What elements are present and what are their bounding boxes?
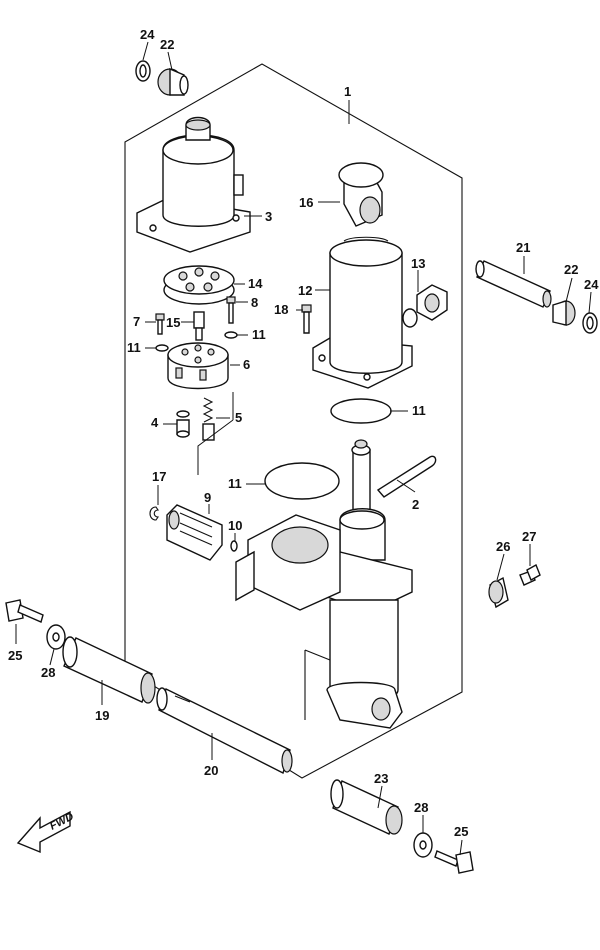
callout-27: 27 bbox=[522, 529, 536, 544]
o-ring-11-left bbox=[155, 344, 169, 352]
callout-12: 12 bbox=[298, 283, 312, 298]
callout-25-right: 25 bbox=[454, 824, 468, 839]
callout-3: 3 bbox=[265, 209, 272, 224]
reservoir-12 bbox=[312, 236, 413, 389]
collar-23 bbox=[330, 779, 403, 835]
callout-9: 9 bbox=[204, 490, 211, 505]
check-valve-4 bbox=[176, 410, 190, 438]
callout-23: 23 bbox=[374, 771, 388, 786]
valve-body-6 bbox=[167, 342, 229, 390]
callout-11-b: 11 bbox=[252, 327, 266, 342]
o-ring-11-large-upper bbox=[330, 398, 392, 424]
washer-28-left bbox=[46, 624, 66, 650]
callout-28-left: 28 bbox=[41, 665, 55, 680]
washer-28-right bbox=[413, 832, 433, 858]
callout-11-d: 11 bbox=[228, 476, 242, 491]
callout-16: 16 bbox=[299, 195, 313, 210]
sleeve-19 bbox=[62, 636, 156, 704]
callout-7: 7 bbox=[133, 314, 140, 329]
screw-7 bbox=[155, 313, 165, 335]
callout-22-top: 22 bbox=[160, 37, 174, 52]
motor-3 bbox=[136, 116, 251, 253]
callout-numbers: 1 2 3 4 5 6 7 8 9 10 11 11 11 11 12 13 1… bbox=[8, 27, 599, 839]
clip-2 bbox=[376, 455, 437, 498]
callout-5: 5 bbox=[235, 410, 242, 425]
bolt-8 bbox=[226, 296, 236, 324]
bolt-18 bbox=[301, 304, 312, 334]
o-ring-10 bbox=[230, 540, 238, 552]
callout-11-c: 11 bbox=[412, 403, 426, 418]
bolt-27 bbox=[519, 564, 541, 586]
group-bracket bbox=[197, 392, 234, 475]
fwd-arrow: FWD bbox=[16, 811, 76, 854]
spring-valve-5 bbox=[202, 397, 215, 441]
callout-25-left: 25 bbox=[8, 648, 22, 663]
circlip-17 bbox=[149, 506, 160, 521]
callout-18: 18 bbox=[274, 302, 288, 317]
callout-4: 4 bbox=[151, 415, 159, 430]
roller-16 bbox=[338, 162, 384, 227]
manual-valve-9 bbox=[166, 504, 223, 561]
callout-11-a: 11 bbox=[127, 340, 141, 355]
o-ring-24-right bbox=[582, 312, 598, 334]
callout-17: 17 bbox=[152, 469, 166, 484]
callout-22-right: 22 bbox=[564, 262, 578, 277]
pin-21 bbox=[475, 260, 552, 308]
callout-28-right: 28 bbox=[414, 800, 428, 815]
tilt-cylinder bbox=[235, 439, 413, 729]
callout-14: 14 bbox=[248, 276, 263, 291]
leader-lines bbox=[15, 41, 592, 856]
callout-1: 1 bbox=[344, 84, 351, 99]
callout-24-right: 24 bbox=[584, 277, 599, 292]
callout-2: 2 bbox=[412, 497, 419, 512]
bushing-22-right bbox=[552, 300, 576, 326]
bushing-22-top bbox=[157, 67, 189, 96]
valve-15 bbox=[193, 311, 205, 341]
callout-10: 10 bbox=[228, 518, 242, 533]
callout-26: 26 bbox=[496, 539, 510, 554]
o-ring-24-top bbox=[135, 60, 151, 82]
callout-24-top: 24 bbox=[140, 27, 155, 42]
callout-19: 19 bbox=[95, 708, 109, 723]
callout-13: 13 bbox=[411, 256, 425, 271]
callout-6: 6 bbox=[243, 357, 250, 372]
collar-26 bbox=[488, 576, 509, 609]
callout-15: 15 bbox=[166, 315, 180, 330]
o-ring-11-large-lower bbox=[264, 462, 340, 500]
o-ring-11-right bbox=[224, 331, 238, 339]
callout-21: 21 bbox=[516, 240, 530, 255]
fitting-13 bbox=[402, 284, 448, 328]
bolt-25-left bbox=[5, 599, 44, 623]
callout-20: 20 bbox=[204, 763, 218, 778]
callout-8: 8 bbox=[251, 295, 258, 310]
shaft-20 bbox=[156, 687, 293, 775]
bolt-25-right bbox=[434, 850, 474, 874]
pump-gear-14 bbox=[163, 265, 235, 305]
